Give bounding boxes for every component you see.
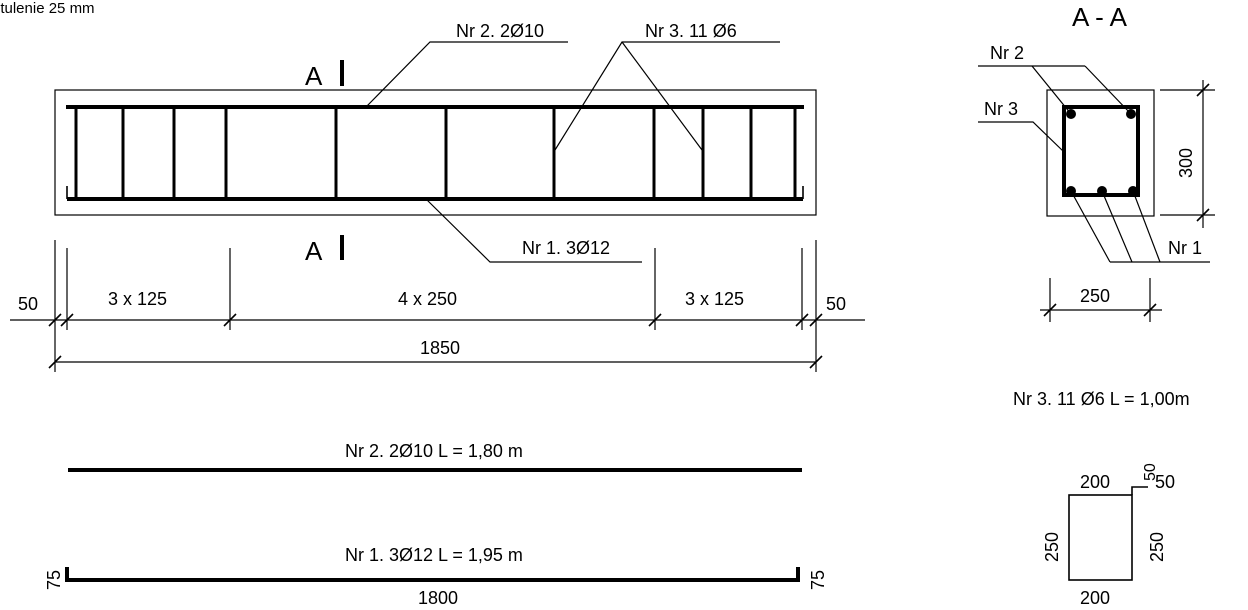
leader-nr1 — [425, 198, 642, 263]
stirrup-title: Nr 3. 11 Ø6 L = 1,00m — [1013, 389, 1190, 409]
dimension-lines: 50 3 x 125 4 x 250 3 x 125 50 1850 — [10, 240, 865, 372]
leader-nr3-branch — [621, 41, 703, 151]
section-dim-width: 250 — [1080, 286, 1110, 306]
section-label-nr3: Nr 3 — [984, 99, 1018, 119]
section-title: A - A — [1072, 2, 1128, 32]
label-nr2: Nr 2. 2Ø10 — [456, 21, 544, 41]
leader-nr3 — [554, 41, 780, 151]
beam-elevation: A A Nr 2. 2Ø10 Nr 3. 11 Ø6 Nr 1. 3Ø12 — [54, 21, 817, 266]
dim-seg-mid: 4 x 250 — [398, 289, 457, 309]
label-nr1: Nr 1. 3Ø12 — [522, 238, 610, 258]
section-stirrup — [1062, 105, 1140, 197]
dim-end-left: 50 — [18, 294, 38, 314]
stirrup-dim-left: 250 — [1042, 532, 1062, 562]
stirrup-dim-hook-b: 50 — [1155, 472, 1175, 492]
stirrup-dim-top: 200 — [1080, 472, 1110, 492]
label-nr3: Nr 3. 11 Ø6 — [645, 21, 737, 41]
stirrup-dim-bottom: 200 — [1080, 588, 1110, 608]
stirrup-hook — [1131, 486, 1148, 495]
stirrup-dim-hook-a: 50 — [1142, 463, 1159, 481]
bar1-hook-left: 75 — [44, 570, 64, 590]
section-outline — [1046, 89, 1155, 217]
dim-total: 1850 — [420, 338, 460, 358]
dim-end-right: 50 — [826, 294, 846, 314]
section-label-nr1: Nr 1 — [1168, 238, 1202, 258]
beam-outline — [54, 89, 817, 216]
dim-seg-right: 3 x 125 — [685, 289, 744, 309]
cross-section: A - A Nr 2 Nr 3 Nr 1 300 250 — [978, 2, 1215, 322]
cover-note: otulenie 25 mm — [0, 0, 95, 17]
leader-nr2 — [365, 41, 568, 108]
bar2-title: Nr 2. 2Ø10 L = 1,80 m — [345, 441, 523, 461]
stirrups — [74, 107, 797, 199]
stirrup-dim-right: 250 — [1147, 532, 1167, 562]
stirrup-shape — [1068, 494, 1133, 581]
bar-schedule: Nr 2. 2Ø10 L = 1,80 m Nr 1. 3Ø12 L = 1,9… — [44, 389, 1190, 608]
section-dim-height: 300 — [1176, 148, 1196, 178]
bar1-shape — [65, 567, 800, 582]
section-mark-bottom: A — [305, 236, 323, 266]
bar1-hook-right: 75 — [808, 570, 828, 590]
bar1-title: Nr 1. 3Ø12 L = 1,95 m — [345, 545, 523, 565]
bar1-length: 1800 — [418, 588, 458, 608]
section-mark-top: A — [305, 61, 323, 91]
dim-seg-left: 3 x 125 — [108, 289, 167, 309]
section-label-nr2: Nr 2 — [990, 43, 1024, 63]
